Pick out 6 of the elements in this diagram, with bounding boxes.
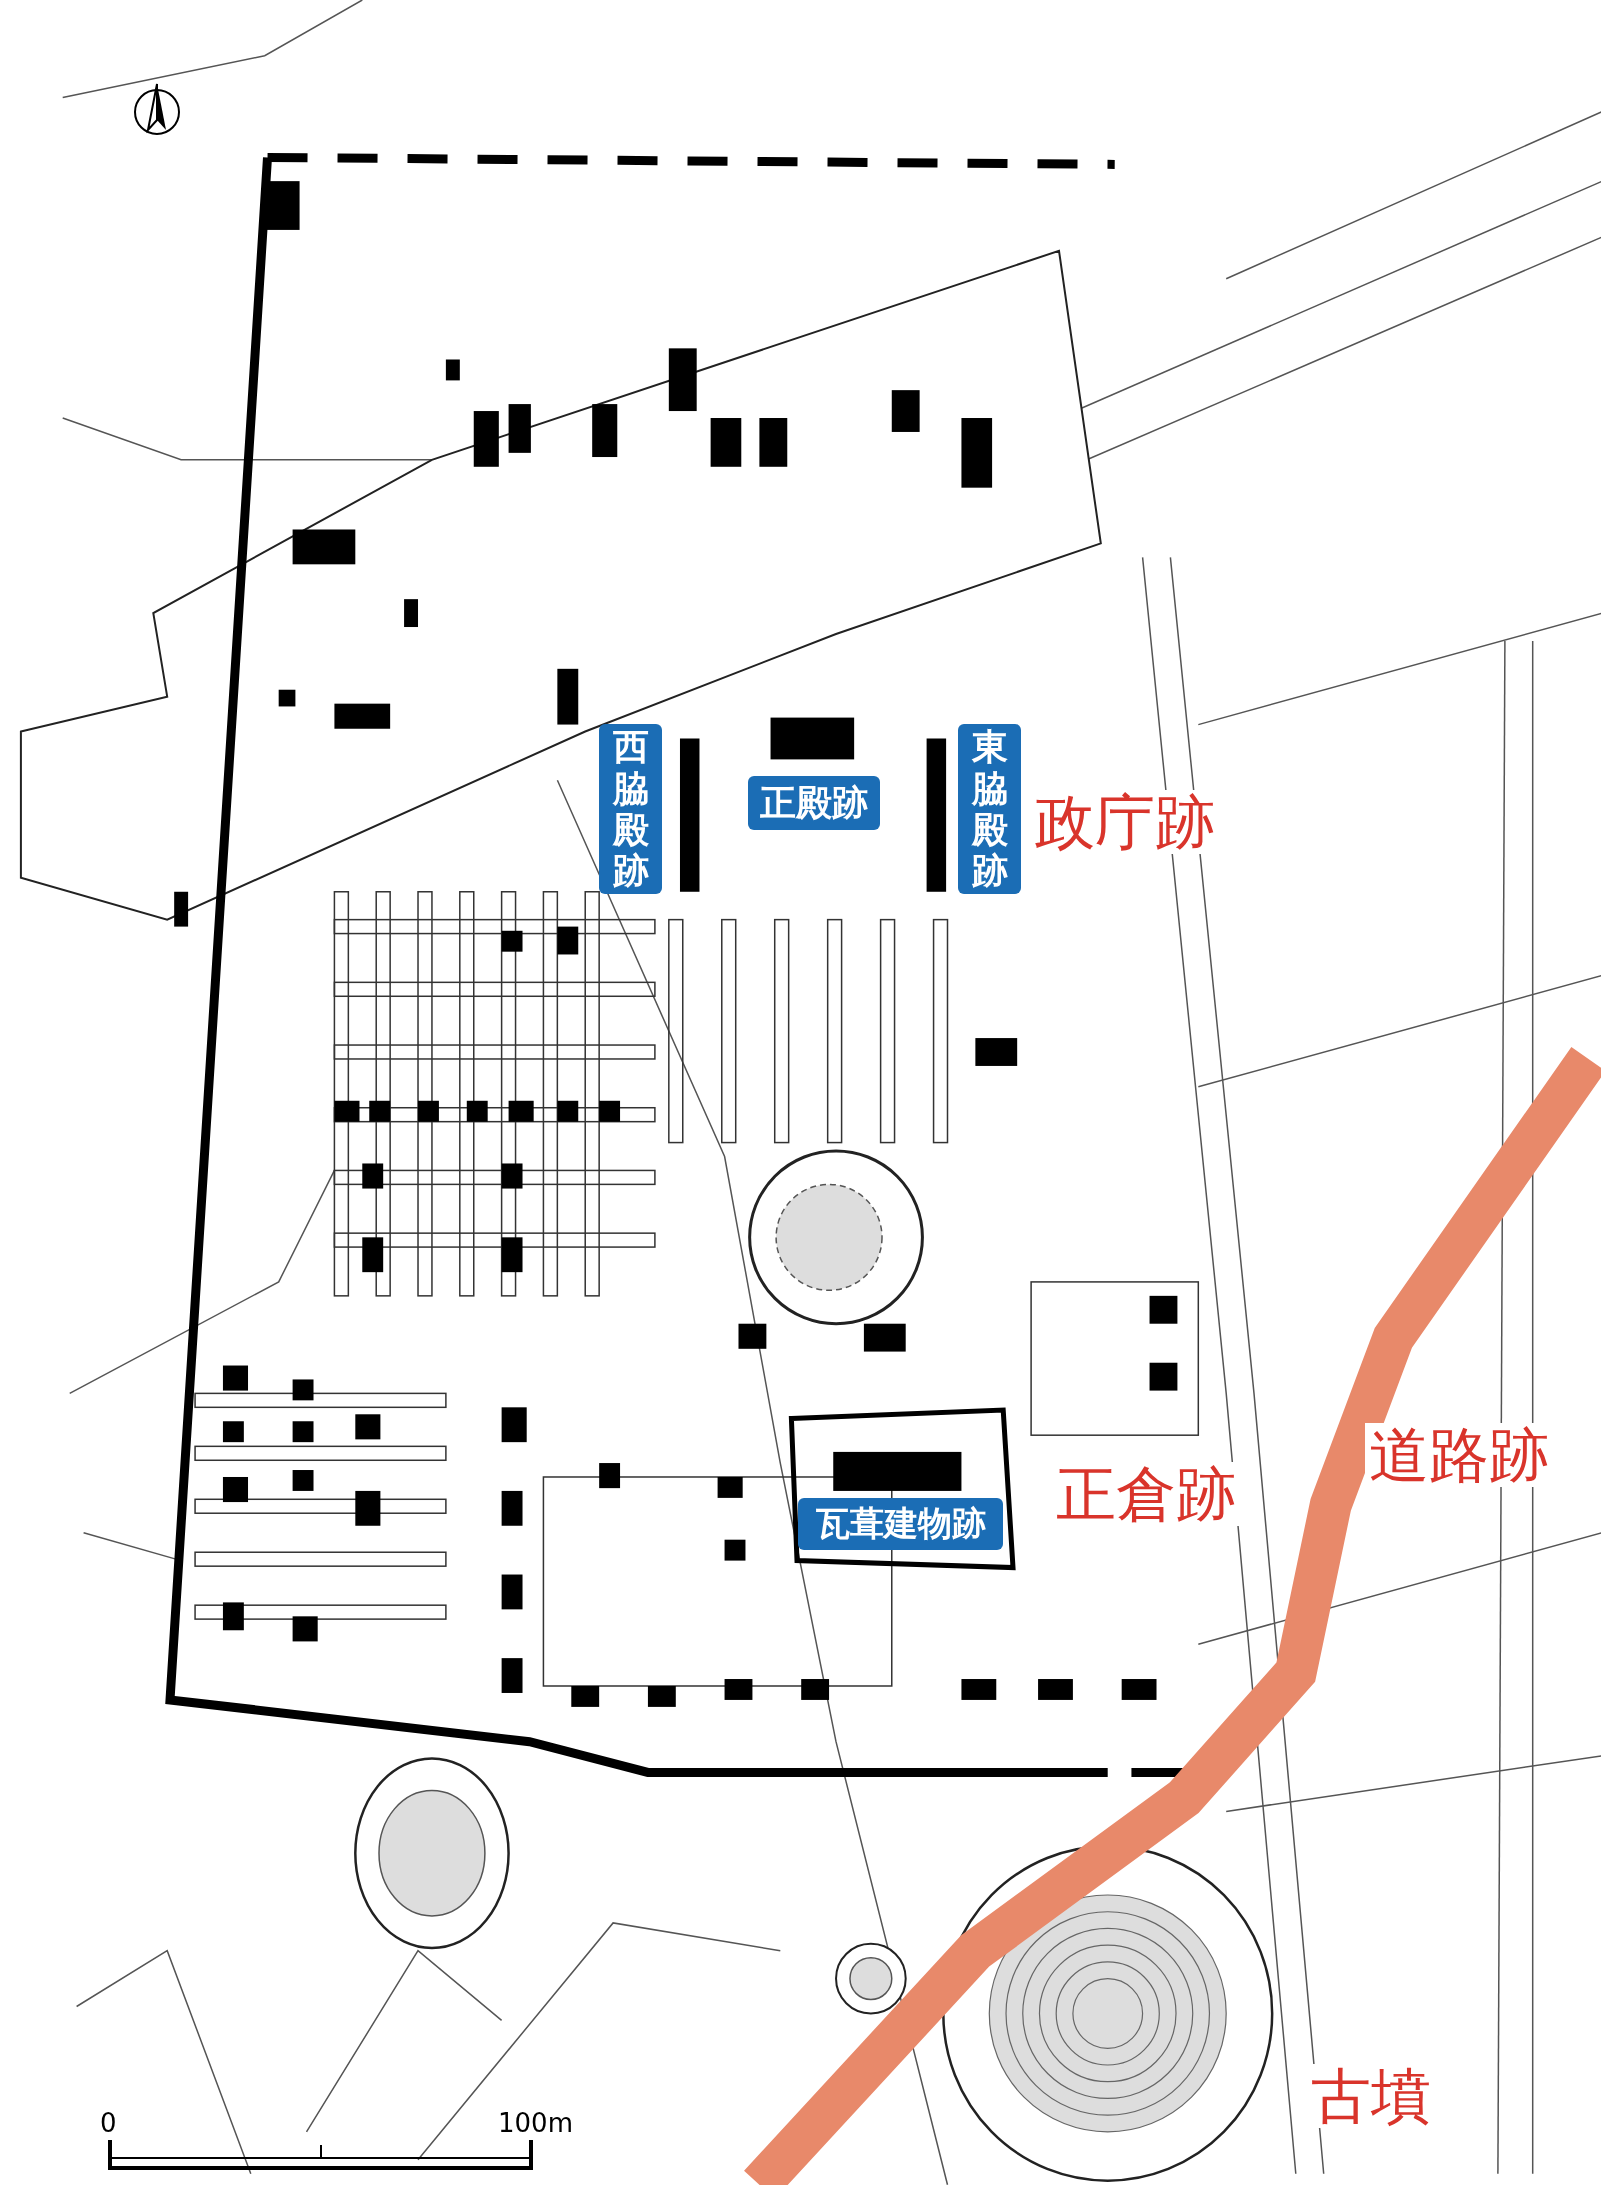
label-box: 正殿跡: [748, 776, 880, 830]
label-box: 西脇殿跡: [599, 724, 662, 894]
scale-label: 100m: [498, 2110, 573, 2136]
scale-label: 0: [100, 2110, 117, 2136]
label-box: 瓦葺建物跡: [798, 1498, 1003, 1550]
label-box: 東脇殿跡: [958, 724, 1021, 894]
